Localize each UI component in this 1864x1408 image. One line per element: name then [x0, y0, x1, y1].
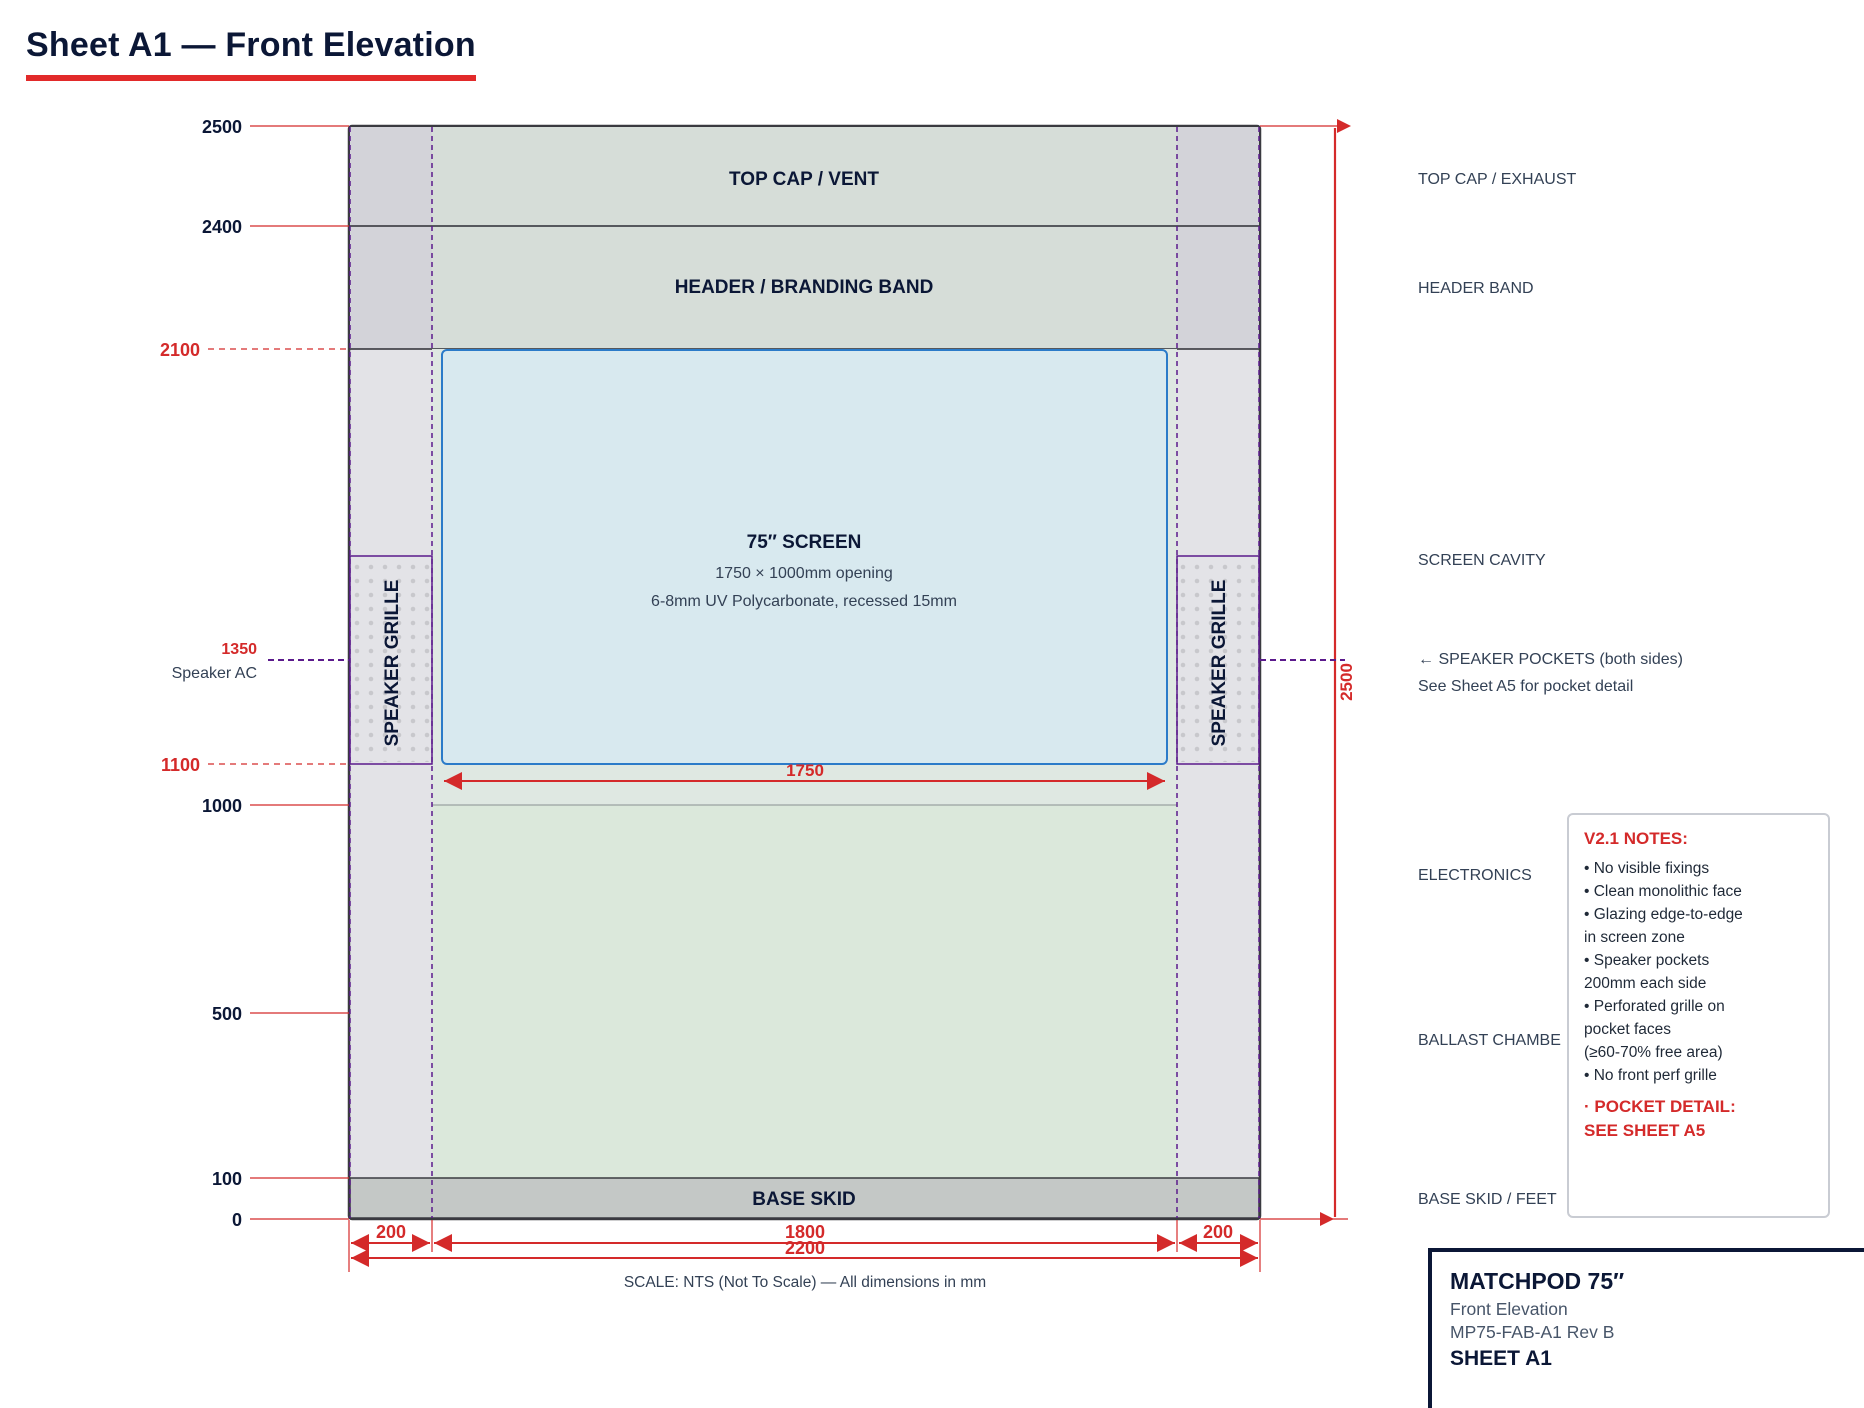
height-2100: 2100: [160, 340, 200, 360]
overall-height-arrow-top: [1337, 119, 1351, 133]
side-label-base: BASE SKID / FEET: [1418, 1191, 1557, 1208]
page-title: Sheet A1 — Front Elevation: [26, 26, 476, 64]
notes-item: • Speaker pockets: [1584, 952, 1710, 969]
speaker-grille-left-label: SPEAKER GRILLE: [382, 580, 403, 747]
notes-item: • No front perf grille: [1584, 1067, 1717, 1084]
notes-title: V2.1 NOTES:: [1584, 829, 1688, 848]
screen-opening: [441, 349, 1168, 765]
base-skid-label: BASE SKID: [752, 1189, 855, 1210]
height-2400: 2400: [202, 217, 242, 237]
height-1000: 1000: [202, 796, 242, 816]
screen-title: 75″ SCREEN: [747, 532, 862, 553]
notes-item: • Glazing edge-to-edge: [1584, 906, 1743, 923]
pocket-detail-note: · POCKET DETAIL:: [1584, 1097, 1736, 1116]
height-500: 500: [212, 1004, 242, 1024]
top-left-column: [350, 127, 432, 349]
side-label-header: HEADER BAND: [1418, 280, 1534, 297]
notes-item: in screen zone: [1584, 929, 1685, 946]
drawing-subtitle: Front Elevation: [1450, 1299, 1568, 1319]
right-pocket-width-label: 200: [1203, 1222, 1233, 1242]
title-block: MATCHPOD 75″ Front Elevation MP75-FAB-A1…: [1428, 1248, 1864, 1408]
overall-height-arrow-bottom: [1320, 1212, 1334, 1226]
speaker-ac-label: Speaker AC: [172, 665, 257, 682]
pocket-detail-ref: SEE SHEET A5: [1584, 1121, 1706, 1140]
top-cap-zone: [432, 127, 1177, 226]
electronics-zone: [432, 805, 1177, 1178]
notes-panel: V2.1 NOTES: • No visible fixings • Clean…: [1567, 813, 1830, 1218]
side-label-ballast: BALLAST CHAMBE: [1418, 1032, 1561, 1049]
overall-width-label: 2200: [785, 1238, 825, 1258]
notes-item: 200mm each side: [1584, 975, 1707, 992]
speaker-grille-right-label: SPEAKER GRILLE: [1209, 580, 1230, 747]
height-1350: 1350: [221, 641, 257, 658]
height-1100: 1100: [161, 755, 200, 775]
overall-height-label: 2500: [1337, 663, 1356, 701]
center-width-label: 1800: [785, 1222, 825, 1242]
product-name: MATCHPOD 75″: [1450, 1268, 1625, 1294]
side-label-top-cap: TOP CAP / EXHAUST: [1418, 171, 1577, 188]
side-label-speaker: ← SPEAKER POCKETS (both sides): [1418, 651, 1683, 668]
side-label-screen: SCREEN CAVITY: [1418, 552, 1546, 569]
drawing-code: MP75-FAB-A1 Rev B: [1450, 1322, 1615, 1342]
speaker-grille-left-perf: [352, 558, 430, 762]
top-cap-label: TOP CAP / VENT: [729, 169, 879, 190]
title-underline: [26, 75, 476, 81]
notes-item: • No visible fixings: [1584, 860, 1710, 877]
left-pocket-width-label: 200: [376, 1222, 406, 1242]
notes-item: pocket faces: [1584, 1021, 1672, 1038]
page-title-block: Sheet A1 — Front Elevation: [26, 26, 476, 81]
height-0: 0: [232, 1210, 242, 1230]
side-label-speaker-detail: See Sheet A5 for pocket detail: [1418, 678, 1633, 695]
side-label-electronics: ELECTRONICS: [1418, 867, 1532, 884]
scale-note: SCALE: NTS (Not To Scale) — All dimensio…: [624, 1274, 986, 1291]
header-band-zone: [432, 226, 1177, 349]
height-2500: 2500: [202, 117, 242, 137]
notes-list: • No visible fixings • Clean monolithic …: [1584, 857, 1813, 1087]
screen-material-text: 6-8mm UV Polycarbonate, recessed 15mm: [651, 593, 957, 610]
sheet-number: SHEET A1: [1450, 1347, 1552, 1370]
header-band-label: HEADER / BRANDING BAND: [675, 277, 934, 298]
screen-width-label: 1750: [786, 761, 824, 780]
screen-size-text: 1750 × 1000mm opening: [715, 565, 892, 582]
notes-item: • Clean monolithic face: [1584, 883, 1742, 900]
speaker-grille-right-perf: [1179, 558, 1257, 762]
height-100: 100: [212, 1169, 242, 1189]
top-right-column: [1177, 127, 1259, 349]
notes-item: • Perforated grille on: [1584, 998, 1725, 1015]
notes-item: (≥60-70% free area): [1584, 1044, 1723, 1061]
